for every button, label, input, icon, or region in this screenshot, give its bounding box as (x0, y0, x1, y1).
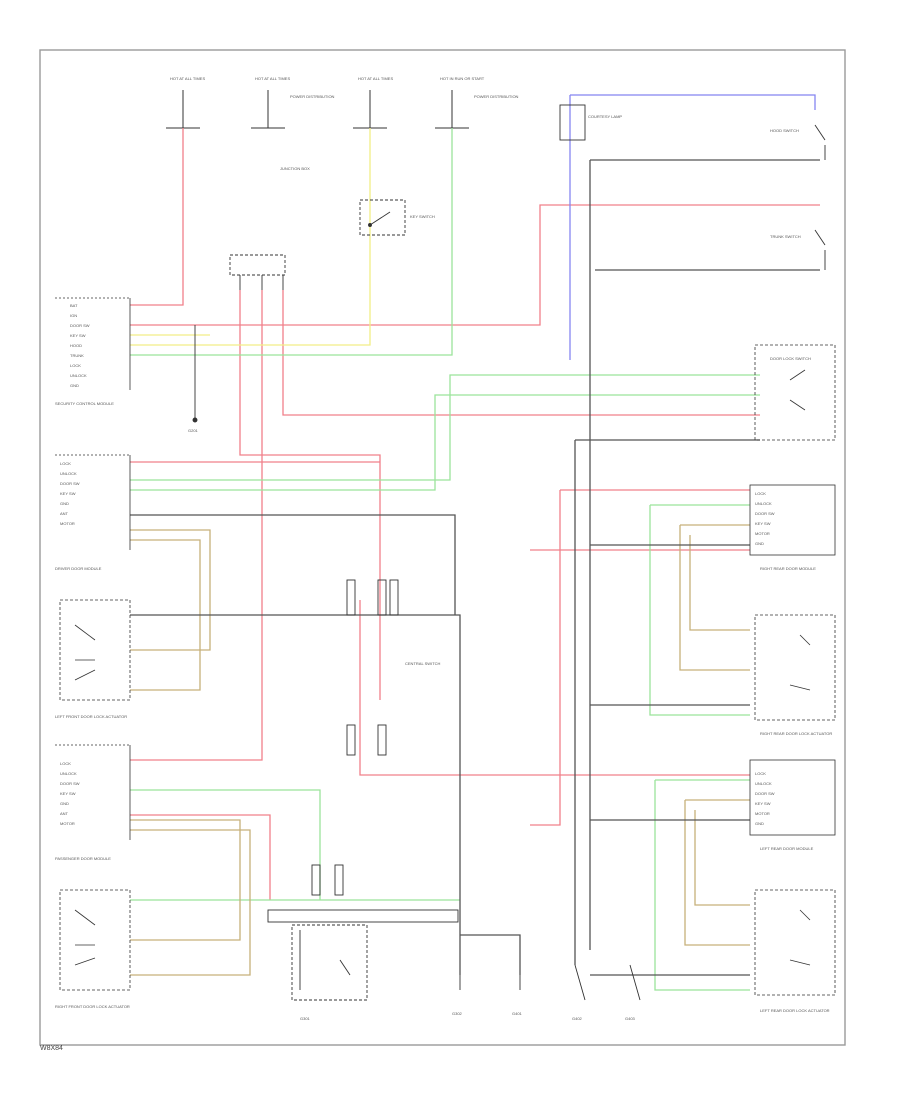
key-switch (359, 199, 406, 236)
driver-door-module (55, 454, 131, 550)
driver-pin-5: ANT (60, 511, 69, 516)
lr-pin-0: LOCK (755, 771, 766, 776)
security-pin-3: KEY SW (70, 333, 86, 338)
driver-pin-3: KEY SW (60, 491, 76, 496)
bottom-center-block (267, 909, 459, 1001)
passenger-pin-4: GND (60, 801, 69, 806)
rear-module-l-pins: LOCK UNLOCK DOOR SW KEY SW MOTOR GND LEF… (755, 771, 814, 851)
rr-door-lock-label: RIGHT REAR DOOR LOCK ACTUATOR (760, 731, 832, 736)
fuse-label-4: HOT IN RUN OR START (440, 76, 485, 81)
driver-pin-4: GND (60, 501, 69, 506)
passenger-module-label: PASSENGER DOOR MODULE (55, 856, 111, 861)
rr-pin-3: KEY SW (755, 521, 771, 526)
lr-pin-4: MOTOR (755, 811, 770, 816)
ground-label-6: G403 (625, 1016, 636, 1021)
passenger-pin-5: ANT (60, 811, 69, 816)
ground-label-3: G302 (452, 1011, 463, 1016)
rr-door-lock (754, 614, 836, 721)
small-labels-top: KEY SWITCH COURTESY LAMP HOOD SWITCH TRU… (410, 114, 801, 239)
fuse-label-3: HOT AT ALL TIMES (358, 76, 393, 81)
hood-switch (814, 124, 826, 160)
ground-label-4: G401 (512, 1011, 523, 1016)
center-connectors (311, 579, 399, 896)
diagram-frame (39, 49, 846, 1046)
lr-pin-5: GND (755, 821, 764, 826)
rr-pin-4: MOTOR (755, 531, 770, 536)
trunk-switch (814, 229, 826, 270)
rear-module-r-pins: LOCK UNLOCK DOOR SW KEY SW MOTOR GND RIG… (755, 491, 816, 571)
lr-door-lock (754, 889, 836, 996)
door-lock-switch-label: DOOR LOCK SWITCH (770, 356, 811, 361)
courtesy-lamp (559, 104, 586, 141)
junction-box (229, 254, 286, 290)
rr-pin-1: UNLOCK (755, 501, 772, 506)
junction-box-label: JUNCTION BOX (280, 166, 310, 171)
passenger-pin-6: MOTOR (60, 821, 75, 826)
driver-pin-2: DOOR SW (60, 481, 80, 486)
security-module-pins: BAT IGN DOOR SW KEY SW HOOD TRUNK LOCK U… (55, 303, 114, 406)
passenger-door-pins: LOCK UNLOCK DOOR SW KEY SW GND ANT MOTOR… (55, 761, 111, 861)
security-pin-1: IGN (70, 313, 77, 318)
rear-module-r-label: RIGHT REAR DOOR MODULE (760, 566, 816, 571)
security-pin-2: DOOR SW (70, 323, 90, 328)
security-pin-7: UNLOCK (70, 373, 87, 378)
security-pin-0: BAT (70, 303, 78, 308)
rr-pin-0: LOCK (755, 491, 766, 496)
wire-green (130, 128, 760, 991)
fuse-labels: HOT AT ALL TIMES HOT AT ALL TIMES HOT AT… (170, 76, 519, 171)
rr-pin-2: DOOR SW (755, 511, 775, 516)
security-module (55, 297, 131, 390)
door-lock-switch (754, 344, 836, 441)
security-pin-8: GND (70, 383, 79, 388)
driver-pin-0: LOCK (60, 461, 71, 466)
fuse-note-1: POWER DISTRIBUTION (290, 94, 335, 99)
driver-door-pins: LOCK UNLOCK DOOR SW KEY SW GND ANT MOTOR… (55, 461, 102, 571)
key-switch-label: KEY SWITCH (410, 214, 435, 219)
rear-module-r (749, 484, 836, 556)
passenger-pin-3: KEY SW (60, 791, 76, 796)
ground-labels: G201 G302 G401 G402 G403 G301 (188, 428, 636, 1021)
driver-module-label: DRIVER DOOR MODULE (55, 566, 102, 571)
wire-gray (130, 159, 820, 976)
lf-door-lock (59, 599, 131, 701)
passenger-pin-1: UNLOCK (60, 771, 77, 776)
grounds (459, 964, 641, 1001)
diagram-reference-code: W8X84 (40, 1045, 63, 1052)
wire-yellow (130, 128, 371, 346)
wire-tan (130, 524, 750, 976)
fuse-label-2: HOT AT ALL TIMES (255, 76, 290, 81)
passenger-pin-0: LOCK (60, 761, 71, 766)
rr-pin-5: GND (755, 541, 764, 546)
courtesy-lamp-label: COURTESY LAMP (588, 114, 622, 119)
lr-pin-2: DOOR SW (755, 791, 775, 796)
fuse-note-2: POWER DISTRIBUTION (474, 94, 519, 99)
driver-pin-6: MOTOR (60, 521, 75, 526)
ground-label-1: G201 (188, 428, 199, 433)
fuse-label-1: HOT AT ALL TIMES (170, 76, 205, 81)
security-pin-5: TRUNK (70, 353, 84, 358)
rf-door-lock (59, 889, 131, 991)
rear-module-l-label: LEFT REAR DOOR MODULE (760, 846, 814, 851)
lr-door-lock-label: LEFT REAR DOOR LOCK ACTUATOR (760, 1008, 830, 1013)
hood-switch-label: HOOD SWITCH (770, 128, 799, 133)
passenger-pin-2: DOOR SW (60, 781, 80, 786)
security-module-label: SECURITY CONTROL MODULE (55, 401, 114, 406)
rf-door-lock-label: RIGHT FRONT DOOR LOCK ACTUATOR (55, 1004, 130, 1009)
passenger-door-module (55, 744, 131, 840)
rear-module-l (749, 759, 836, 836)
security-pin-6: LOCK (70, 363, 81, 368)
ground-label-2: G301 (300, 1016, 311, 1021)
lf-door-lock-label: LEFT FRONT DOOR LOCK ACTUATOR (55, 714, 127, 719)
lr-pin-1: UNLOCK (755, 781, 772, 786)
ground-label-5: G402 (572, 1016, 583, 1021)
wire-red (130, 128, 820, 900)
wire-blue (569, 94, 816, 360)
lr-pin-3: KEY SW (755, 801, 771, 806)
driver-pin-1: UNLOCK (60, 471, 77, 476)
ground-1 (192, 325, 198, 423)
security-pin-4: HOOD (70, 343, 82, 348)
trunk-switch-label: TRUNK SWITCH (770, 234, 801, 239)
central-switch-label: CENTRAL SWITCH (405, 661, 441, 666)
